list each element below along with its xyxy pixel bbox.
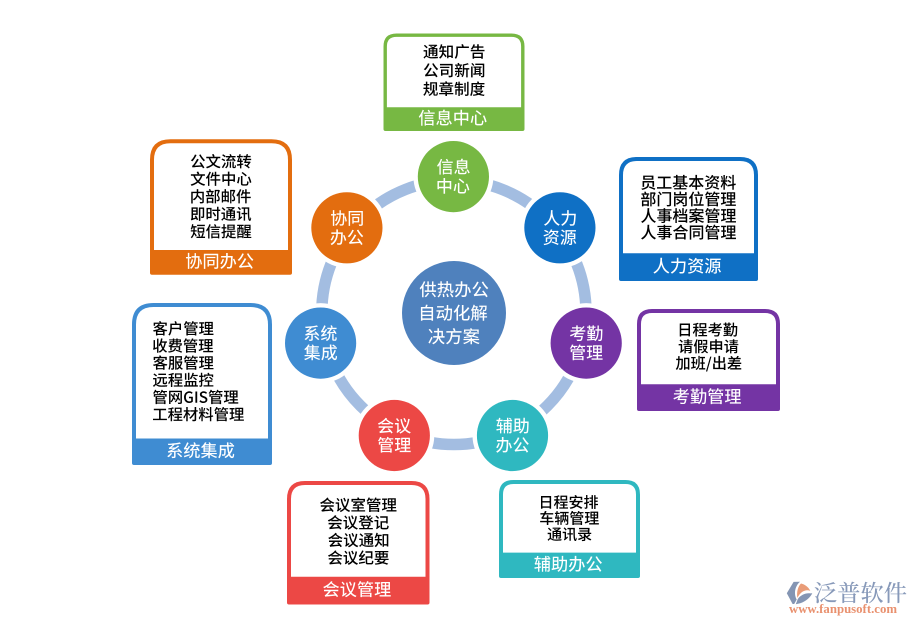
svg-text:www.fanpusoft.com: www.fanpusoft.com xyxy=(789,602,897,616)
